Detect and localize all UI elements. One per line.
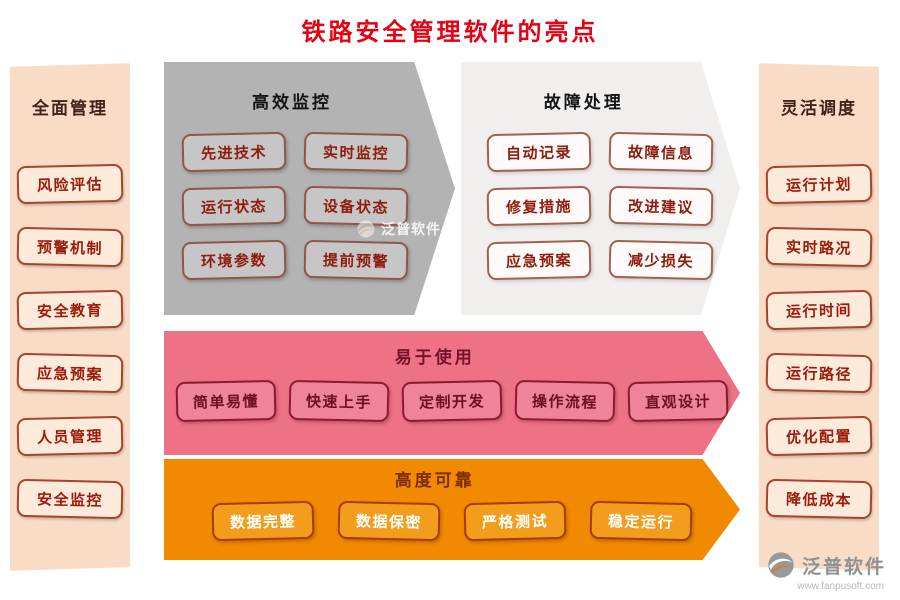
feature-pill: 环境参数 bbox=[181, 239, 287, 281]
feature-pill: 运行路径 bbox=[765, 352, 873, 394]
section-high-reliability: 高度可靠 数据完整 数据保密 严格测试 稳定运行 bbox=[164, 459, 740, 560]
feature-pill: 自动记录 bbox=[486, 131, 592, 173]
feature-pill: 修复措施 bbox=[486, 185, 592, 227]
feature-pill: 减少损失 bbox=[608, 239, 714, 281]
feature-pill: 快速上手 bbox=[288, 379, 390, 423]
reliability-items: 数据完整 数据保密 严格测试 稳定运行 bbox=[164, 500, 740, 542]
feature-pill: 风险评估 bbox=[16, 163, 124, 205]
feature-pill: 实时监控 bbox=[303, 131, 409, 173]
feature-pill: 操作流程 bbox=[514, 379, 616, 423]
usability-items: 简单易懂 快速上手 定制开发 操作流程 直观设计 bbox=[164, 379, 740, 423]
feature-pill: 应急预案 bbox=[486, 239, 592, 281]
fault-items: 自动记录 故障信息 修复措施 改进建议 应急预案 减少损失 bbox=[486, 131, 714, 281]
section-title-usability: 易于使用 bbox=[394, 348, 475, 367]
feature-pill: 稳定运行 bbox=[589, 500, 693, 542]
monitoring-items: 先进技术 实时监控 运行状态 设备状态 环境参数 提前预警 bbox=[181, 131, 409, 281]
feature-pill: 先进技术 bbox=[181, 131, 287, 173]
right-panel-header: 灵活调度 bbox=[781, 99, 857, 118]
left-panel-header: 全面管理 bbox=[32, 99, 108, 118]
feature-pill: 运行状态 bbox=[181, 185, 287, 227]
feature-pill: 应急预案 bbox=[16, 352, 124, 394]
feature-pill: 安全教育 bbox=[16, 289, 124, 331]
feature-pill: 改进建议 bbox=[608, 185, 714, 227]
footer-url: www.fanpusoft.com bbox=[797, 581, 884, 592]
feature-pill: 运行计划 bbox=[765, 163, 873, 205]
feature-pill: 预警机制 bbox=[16, 226, 124, 268]
feature-pill: 优化配置 bbox=[765, 415, 873, 457]
feature-pill: 降低成本 bbox=[765, 478, 873, 520]
footer-brand: 泛普软件 www.fanpusoft.com bbox=[766, 550, 886, 592]
right-panel-items: 运行计划 实时路况 运行时间 运行路径 优化配置 降低成本 bbox=[757, 163, 881, 520]
footer-brand-name: 泛普软件 bbox=[801, 556, 886, 578]
feature-pill: 故障信息 bbox=[608, 131, 714, 173]
feature-pill: 人员管理 bbox=[16, 415, 124, 457]
section-fault-handling: 故障处理 自动记录 故障信息 修复措施 改进建议 应急预案 减少损失 bbox=[461, 62, 740, 315]
feature-pill: 运行时间 bbox=[765, 289, 873, 331]
feature-pill: 安全监控 bbox=[16, 478, 124, 520]
left-panel: 全面管理 风险评估 预警机制 安全教育 应急预案 人员管理 安全监控 bbox=[8, 60, 132, 574]
feature-pill: 数据保密 bbox=[337, 500, 441, 542]
feature-pill: 设备状态 bbox=[303, 185, 409, 227]
feature-pill: 简单易懂 bbox=[175, 379, 277, 423]
feature-pill: 提前预警 bbox=[303, 239, 409, 281]
fanpu-logo-icon bbox=[768, 552, 794, 578]
section-title-monitoring: 高效监控 bbox=[252, 93, 333, 112]
feature-pill: 数据完整 bbox=[211, 500, 315, 542]
section-title-reliability: 高度可靠 bbox=[394, 471, 475, 490]
feature-pill: 直观设计 bbox=[627, 379, 729, 423]
section-title-fault: 故障处理 bbox=[543, 93, 624, 112]
right-panel: 灵活调度 运行计划 实时路况 运行时间 运行路径 优化配置 降低成本 bbox=[757, 60, 881, 574]
page-title: 铁路安全管理软件的亮点 bbox=[301, 20, 599, 46]
feature-pill: 实时路况 bbox=[765, 226, 873, 268]
footer-brand-row: 泛普软件 bbox=[766, 550, 886, 580]
feature-pill: 定制开发 bbox=[401, 379, 503, 423]
section-efficient-monitoring: 高效监控 先进技术 实时监控 运行状态 设备状态 环境参数 提前预警 bbox=[164, 62, 455, 315]
feature-pill: 严格测试 bbox=[463, 500, 567, 542]
section-easy-to-use: 易于使用 简单易懂 快速上手 定制开发 操作流程 直观设计 bbox=[164, 331, 740, 455]
left-panel-items: 风险评估 预警机制 安全教育 应急预案 人员管理 安全监控 bbox=[8, 163, 132, 520]
